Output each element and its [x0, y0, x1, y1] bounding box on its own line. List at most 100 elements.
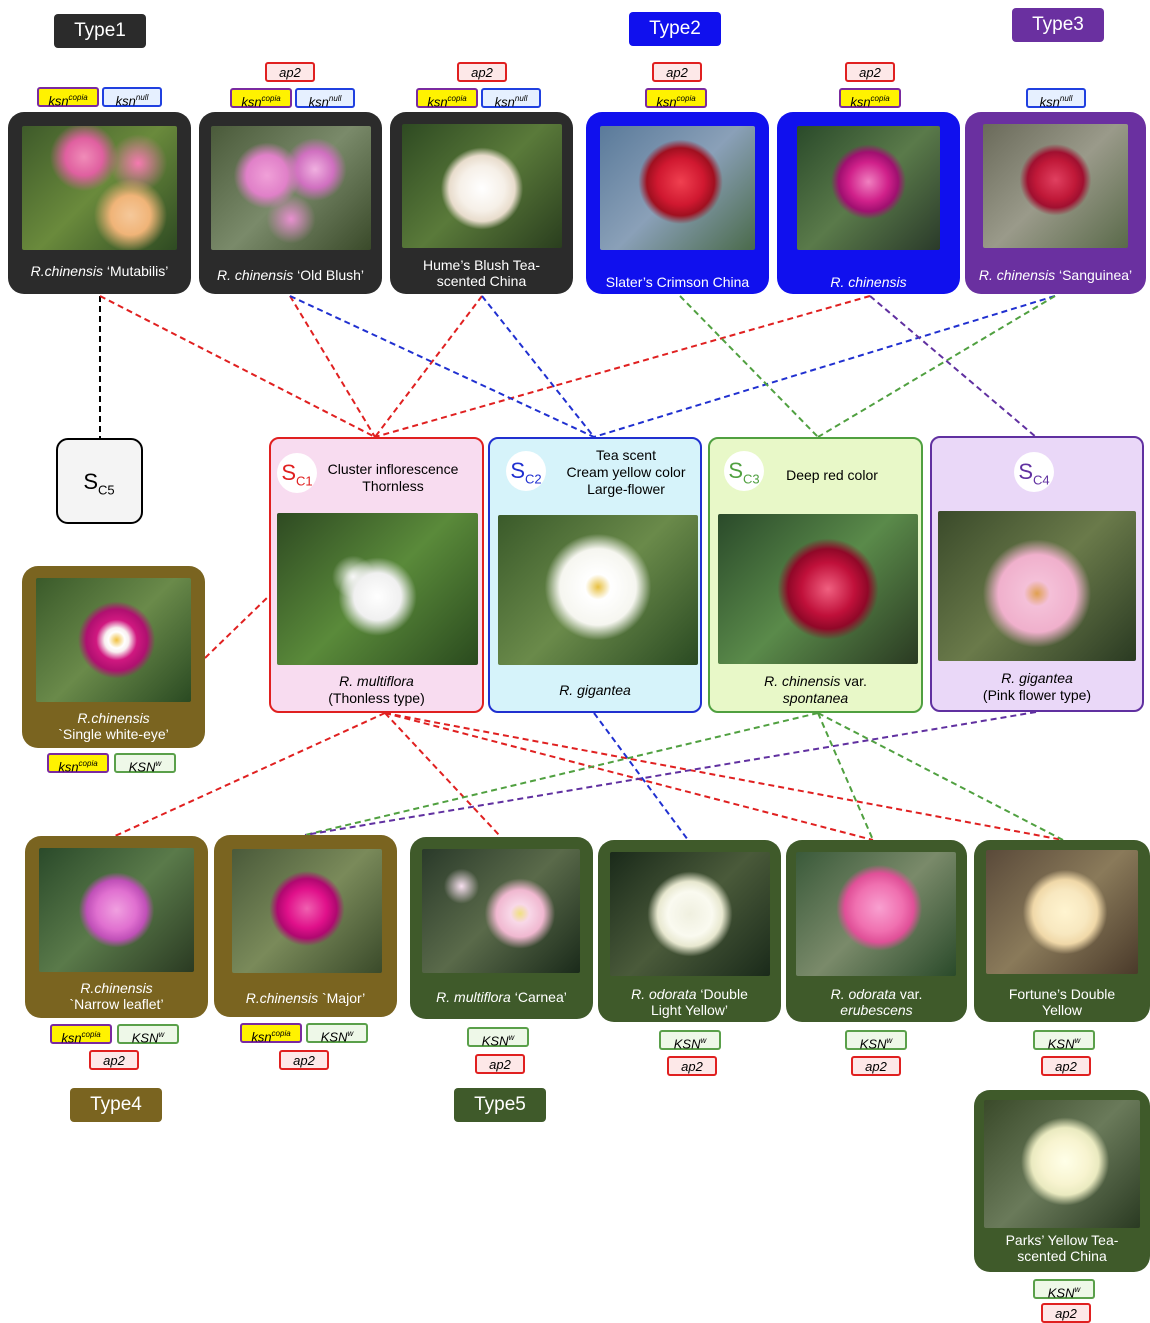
tag-ksn-copia: ksncopia: [47, 753, 109, 774]
source-sc2-traits: Tea scent Cream yellow color Large-flowe…: [566, 447, 686, 497]
photo-old-blush: [211, 126, 371, 250]
tag-KSN-w: KSNw: [117, 1024, 179, 1045]
type4-label: Type4: [70, 1088, 162, 1122]
line-oldblush-sc2: [289, 295, 595, 438]
caption-hume: Hume’s Blush Tea-scented China: [423, 257, 540, 289]
tag-KSN-w: KSNw: [1033, 1030, 1095, 1051]
card-narrow-leaflet: R.chinensis `Narrow leaflet’: [25, 836, 208, 1018]
tag-ap2: ap2: [475, 1054, 525, 1074]
source-sc1: SC1 Cluster inflorescence Thornless R. m…: [269, 437, 484, 713]
source-sc3: SC3 Deep red color R. chinensis var. spo…: [708, 437, 923, 713]
tag-KSN-w: KSNw: [114, 753, 176, 774]
card-sanguinea: R. chinensis ‘Sanguinea’: [965, 112, 1146, 294]
card-hume: Hume’s Blush Tea-scented China: [390, 112, 573, 294]
source-sc5: SC5: [56, 438, 143, 524]
line-sc1-carnea: [384, 712, 501, 837]
caption-erubescens: R. odorata var. erubescens: [830, 986, 923, 1018]
tag-ap2: ap2: [279, 1050, 329, 1070]
line-oldblush-sc1: [289, 295, 376, 438]
source-sc2-symbol: SC2: [506, 451, 546, 491]
caption-single-white-eye: R.chinensis `Single white-eye’: [58, 710, 169, 742]
tag-KSN-w: KSNw: [659, 1030, 721, 1051]
caption-fortune: Fortune’s Double Yellow: [1008, 986, 1116, 1018]
source-sc1-species: R. multiflora (Thonless type): [328, 673, 425, 706]
source-sc3-symbol: SC3: [724, 451, 764, 491]
line-sc4-major: [304, 711, 1037, 836]
line-sc1-erubescens: [384, 712, 874, 841]
card-double-light-yellow: R. odorata ‘Double Light Yellow’: [598, 840, 781, 1022]
card-erubescens: R. odorata var. erubescens: [786, 840, 967, 1022]
photo-erubescens: [796, 852, 956, 976]
caption-slater: Slater’s Crimson China: [605, 274, 750, 290]
type5-label: Type5: [454, 1088, 546, 1122]
photo-sanguinea: [983, 124, 1128, 248]
photo-fortune: [986, 850, 1138, 974]
line-sc3-major: [304, 712, 819, 836]
card-fortune: Fortune’s Double Yellow: [974, 840, 1150, 1022]
tag-ap2: ap2: [457, 62, 507, 82]
tag-ap2: ap2: [1041, 1303, 1091, 1323]
source-sc1-symbol: SC1: [277, 453, 317, 493]
source-sc2: SC2 Tea scent Cream yellow color Large-f…: [488, 437, 702, 713]
card-r-chinensis: R. chinensis: [777, 112, 960, 294]
tag-ksn-copia: ksncopia: [416, 88, 478, 109]
photo-parks-yellow: [984, 1100, 1140, 1228]
tag-KSN-w: KSNw: [306, 1023, 368, 1044]
tag-ksn-null: ksnnull: [1026, 88, 1086, 109]
source-sc4-symbol: SC4: [1014, 452, 1054, 492]
caption-old-blush: R. chinensis ‘Old Blush’: [216, 267, 365, 283]
line-sc1-fortune: [384, 712, 1064, 841]
caption-r-chinensis: R. chinensis: [830, 274, 907, 290]
card-single-white-eye: R.chinensis `Single white-eye’: [22, 566, 205, 748]
line-slater-sc3: [679, 295, 819, 438]
tag-ksn-copia: ksncopia: [50, 1024, 112, 1045]
photo-r-chinensis: [797, 126, 940, 250]
line-hume-sc1: [374, 295, 483, 438]
card-mutabilis: R.chinensis ‘Mutabilis’: [8, 112, 191, 294]
tag-ksn-copia: ksncopia: [839, 88, 901, 109]
tag-ksn-copia: ksncopia: [230, 88, 292, 109]
tag-ap2: ap2: [265, 62, 315, 82]
tag-ap2: ap2: [1041, 1056, 1091, 1076]
tag-ap2: ap2: [845, 62, 895, 82]
photo-slater: [600, 126, 755, 250]
photo-hume: [402, 124, 562, 248]
line-mutabilis-sc1: [99, 295, 376, 438]
type1-label: Type1: [54, 14, 146, 48]
tag-ksn-null: ksnnull: [102, 87, 162, 108]
photo-major: [232, 849, 382, 973]
tag-ksn-null: ksnnull: [295, 88, 355, 109]
photo-double-light-yellow: [610, 852, 770, 976]
source-sc5-symbol: SC5: [83, 469, 115, 498]
caption-mutabilis: R.chinensis ‘Mutabilis’: [30, 263, 169, 279]
tag-ap2: ap2: [652, 62, 702, 82]
source-sc2-species: R. gigantea: [559, 682, 631, 698]
photo-r-gigantea-pink: [938, 511, 1136, 661]
tag-KSN-w: KSNw: [845, 1030, 907, 1051]
photo-r-gigantea: [498, 515, 698, 665]
line-sc2-doublelight: [593, 712, 689, 841]
type2-label: Type2: [629, 12, 721, 46]
photo-narrow-leaflet: [39, 848, 194, 972]
tag-KSN-w: KSNw: [467, 1027, 529, 1048]
photo-r-chinensis-spontanea: [718, 514, 918, 664]
source-sc4: SC4 R. gigantea (Pink flower type): [930, 436, 1144, 712]
line-sc3-erubescens: [817, 712, 874, 841]
tag-ksn-copia: ksncopia: [37, 87, 99, 108]
line-hume-sc2: [481, 295, 595, 438]
tag-ap2: ap2: [667, 1056, 717, 1076]
caption-narrow-leaflet: R.chinensis `Narrow leaflet’: [69, 980, 164, 1012]
line-rchinensis-sc1: [374, 295, 871, 438]
line-sanguinea-sc2: [593, 295, 1056, 438]
type3-label: Type3: [1012, 8, 1104, 42]
line-whiteeye-sc1: [204, 594, 271, 659]
tag-ap2: ap2: [89, 1050, 139, 1070]
tag-ksn-null: ksnnull: [481, 88, 541, 109]
caption-sanguinea: R. chinensis ‘Sanguinea’: [978, 267, 1133, 283]
caption-carnea: R. multiflora ‘Carnea’: [436, 989, 567, 1005]
tag-KSN-w: KSNw: [1033, 1279, 1095, 1300]
line-sanguinea-sc3: [817, 295, 1056, 438]
card-parks-yellow: Parks’ Yellow Tea-scented China: [974, 1090, 1150, 1272]
source-sc1-traits: Cluster inflorescence Thornless: [327, 461, 459, 494]
